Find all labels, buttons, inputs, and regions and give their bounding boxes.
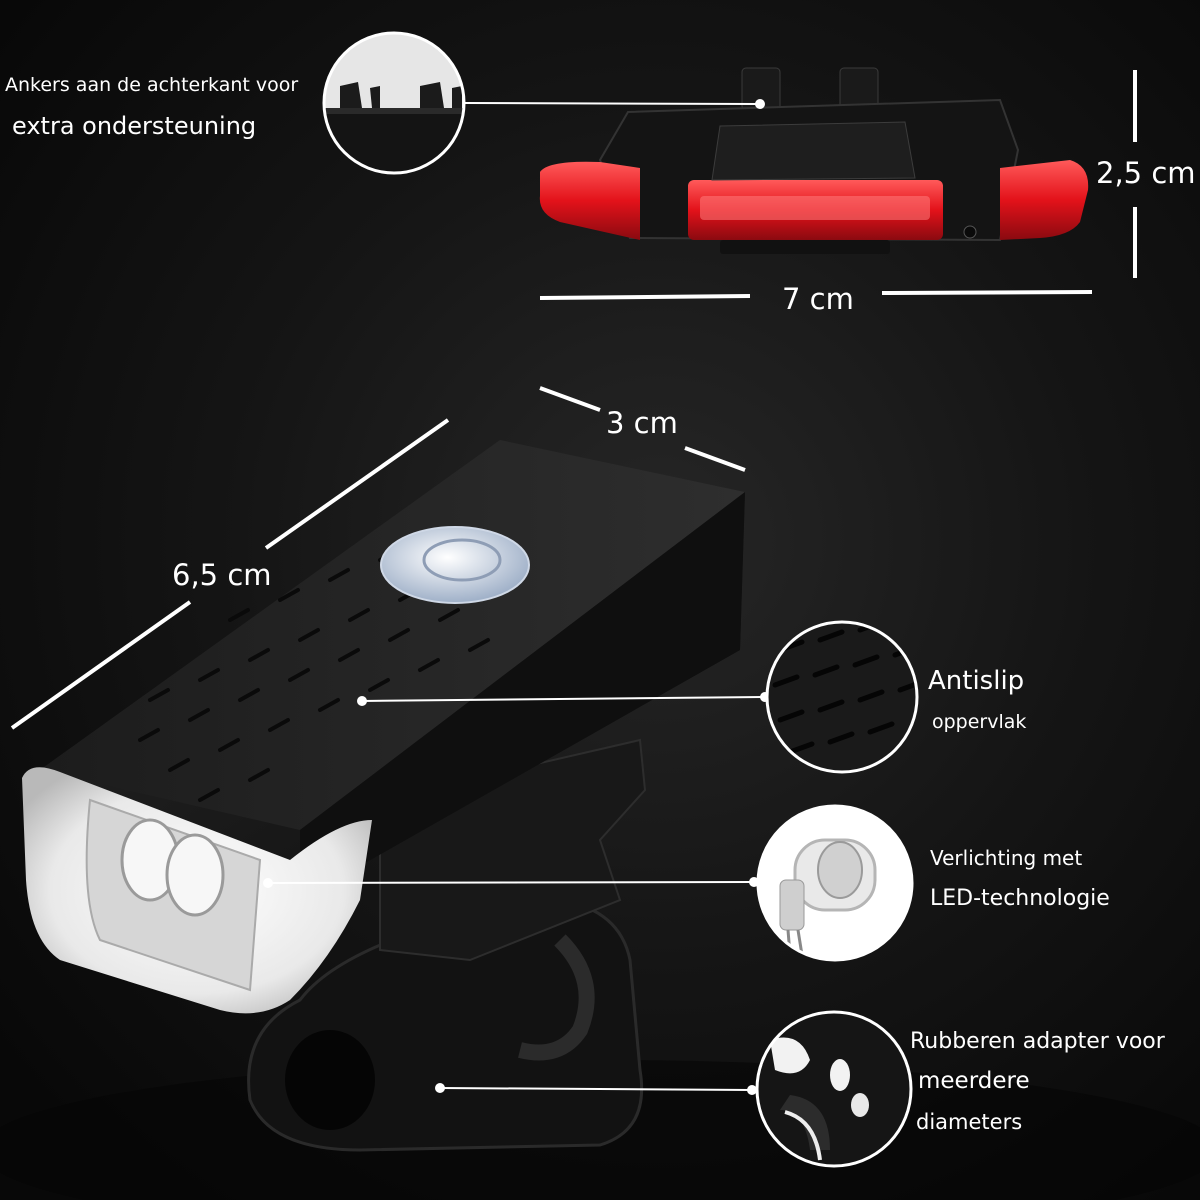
rubber-caption-line2: meerdere xyxy=(918,1068,1030,1094)
anchors-caption-line1: Ankers aan de achterkant voor xyxy=(5,74,299,96)
front-light xyxy=(22,440,745,1152)
height-dimension-label: 2,5 cm xyxy=(1096,156,1196,190)
led-caption-line1: Verlichting met xyxy=(930,846,1083,870)
texture-pattern xyxy=(138,548,490,802)
callout-lines xyxy=(263,99,770,1095)
antislip-caption-line1: Antislip xyxy=(928,666,1025,696)
width-dimension-label: 7 cm xyxy=(782,282,854,316)
dimension-lines xyxy=(10,70,1137,730)
led-bulb-icon xyxy=(756,804,914,962)
rear-red-light xyxy=(539,67,1089,254)
antislip-caption-line2: oppervlak xyxy=(932,711,1027,733)
depth-dimension-label: 3 cm xyxy=(606,406,678,440)
anchors-caption-line2: extra ondersteuning xyxy=(12,112,257,140)
rubber-caption-line3: diameters xyxy=(916,1110,1023,1134)
rubber-strap-icon xyxy=(755,1010,913,1168)
length-dimension-label: 6,5 cm xyxy=(172,558,272,592)
rubber-caption-line1: Rubberen adapter voor xyxy=(910,1029,1165,1054)
led-caption-line2: LED-technologie xyxy=(930,886,1110,911)
